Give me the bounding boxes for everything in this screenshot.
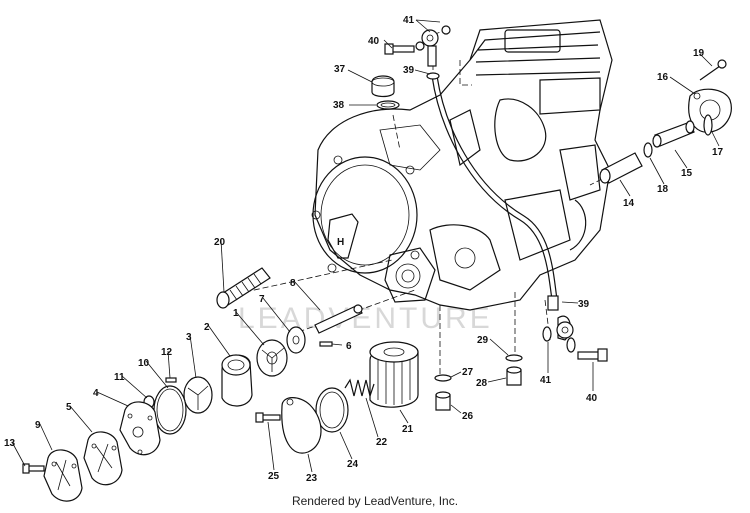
part-21-oil-filter[interactable]: [369, 341, 419, 408]
callout-4: 4: [93, 388, 99, 399]
callout-11: 11: [114, 372, 125, 383]
callout-22: 22: [376, 437, 388, 448]
callout-26: 26: [462, 411, 474, 422]
part-18-oring[interactable]: [643, 142, 653, 158]
callout-24: 24: [347, 459, 359, 470]
callout-8: 8: [290, 278, 296, 289]
callout-3: 3: [186, 332, 192, 343]
watermark: LEADVENTURE: [238, 302, 493, 335]
callout-38: 38: [333, 100, 345, 111]
leader-lines: [11, 19, 720, 473]
part-9-cover[interactable]: [43, 449, 83, 502]
callout-39-bottom: 39: [578, 299, 590, 310]
part-23-filter-cover[interactable]: [281, 397, 322, 454]
part-19-screw[interactable]: [699, 59, 727, 81]
part-4-plate[interactable]: [119, 401, 161, 456]
callout-18: 18: [657, 184, 669, 195]
part-17-oring[interactable]: [703, 114, 713, 136]
callout-40-bottom: 40: [586, 393, 598, 404]
part-27-washer[interactable]: [434, 374, 452, 382]
part-14-sleeve[interactable]: [599, 152, 643, 184]
callout-12: 12: [161, 347, 173, 358]
footer-credit: Rendered by LeadVenture, Inc.: [291, 494, 459, 508]
callout-labels: 41 40 39 37 38 19 16 17 15 18 14 39 41 4…: [4, 15, 724, 484]
part-26-plug[interactable]: [435, 391, 451, 411]
callout-39-top: 39: [403, 65, 415, 76]
part-28-plug[interactable]: [506, 366, 522, 386]
part-6-pin[interactable]: [319, 341, 333, 347]
callout-15: 15: [681, 168, 693, 179]
part-7-washer[interactable]: [286, 326, 306, 354]
callout-41-bottom: 41: [540, 375, 552, 386]
callout-29: 29: [477, 335, 489, 346]
oil-hose: [431, 75, 558, 301]
part-20-strainer[interactable]: [216, 267, 271, 309]
callout-28: 28: [476, 378, 488, 389]
part-washer-bottom[interactable]: [542, 326, 576, 353]
part-8-shaft[interactable]: [314, 304, 363, 334]
part-banjo-fitting-bottom[interactable]: [547, 295, 574, 341]
callout-27: 27: [462, 367, 474, 378]
part-13-screw[interactable]: [22, 463, 45, 474]
part-22-spring[interactable]: [344, 378, 375, 399]
part-banjo-bolt-bottom[interactable]: [577, 348, 608, 362]
callout-10: 10: [138, 358, 150, 369]
callout-40-top: 40: [368, 36, 380, 47]
part-3-rotor[interactable]: [183, 376, 213, 414]
part-15-pipe[interactable]: [652, 120, 695, 148]
part-12-pin[interactable]: [165, 377, 177, 383]
callout-6: 6: [346, 341, 352, 352]
part-banjo-bolt-top[interactable]: [384, 41, 425, 55]
callout-5: 5: [66, 402, 72, 413]
part-banjo-fitting-top[interactable]: [421, 25, 451, 67]
brand-emblem: H: [337, 237, 344, 248]
callout-41-top: 41: [403, 15, 415, 26]
callout-7: 7: [259, 294, 265, 305]
part-filler-oring[interactable]: [376, 100, 400, 110]
part-10-oring[interactable]: [153, 385, 187, 435]
engine-assembly: H: [311, 19, 613, 311]
part-24-oring[interactable]: [315, 387, 349, 433]
callout-16: 16: [657, 72, 669, 83]
callout-1: 1: [233, 308, 239, 319]
part-29-washer[interactable]: [505, 354, 523, 362]
part-washer-top[interactable]: [426, 72, 440, 80]
part-oil-filler-plug[interactable]: [371, 75, 395, 98]
callout-17: 17: [712, 147, 724, 158]
callout-25: 25: [268, 471, 280, 482]
part-2-pump-housing[interactable]: [221, 354, 253, 407]
part-25-screw[interactable]: [255, 412, 281, 423]
callout-20: 20: [214, 237, 226, 248]
callout-14: 14: [623, 198, 635, 209]
callout-13: 13: [4, 438, 16, 449]
callout-23: 23: [306, 473, 318, 484]
part-1-rotor[interactable]: [256, 339, 288, 377]
part-5-gasket[interactable]: [83, 431, 123, 486]
callout-9: 9: [35, 420, 41, 431]
callout-19: 19: [693, 48, 705, 59]
callout-2: 2: [204, 322, 210, 333]
callout-21: 21: [402, 424, 414, 435]
callout-37: 37: [334, 64, 346, 75]
